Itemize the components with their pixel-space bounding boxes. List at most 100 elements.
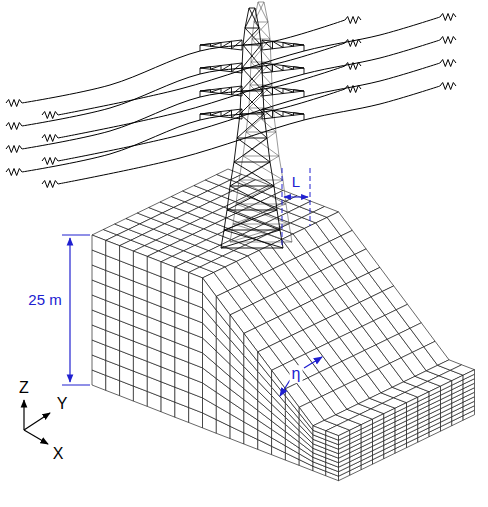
tower-member (273, 41, 284, 47)
spring-symbol (42, 181, 58, 188)
direction-arrow (280, 380, 290, 396)
tower-member (277, 210, 280, 230)
tower-member (231, 41, 232, 49)
tower-member (200, 68, 201, 74)
tower-member (259, 28, 261, 45)
tower-member (200, 113, 211, 114)
dimension-extension (282, 168, 310, 248)
tower-member (283, 66, 284, 71)
mesh-element (272, 370, 286, 396)
tower-member (245, 28, 259, 29)
tower-member (271, 62, 272, 85)
mesh-element (161, 262, 175, 282)
tower-member (227, 186, 274, 210)
mesh-element (373, 414, 384, 424)
spring-symbol (6, 100, 22, 107)
tower-member (264, 2, 268, 22)
tower-member (262, 109, 263, 119)
dimension-line (284, 196, 308, 197)
tower-member (231, 110, 232, 118)
mesh-element (350, 425, 361, 435)
tower-member (289, 224, 292, 242)
spring-symbol (345, 17, 361, 24)
tower-member (258, 2, 264, 3)
tower-member (232, 40, 243, 49)
tower-member (283, 66, 294, 70)
tower-member (272, 64, 273, 72)
tower-member (270, 162, 274, 186)
tower-member (283, 43, 294, 47)
mesh-element (429, 386, 440, 396)
dimension-label: 25 m (26, 292, 63, 309)
tower-member (230, 162, 234, 186)
tower-member (273, 110, 284, 116)
tower-member (200, 90, 211, 91)
tower-member (273, 64, 284, 70)
tower-member (272, 41, 273, 49)
mesh-element (147, 256, 161, 276)
tower-member (231, 87, 232, 95)
spring-symbol (42, 135, 58, 142)
spring-symbol (6, 146, 22, 153)
tower-member (234, 162, 274, 186)
conductor (22, 66, 345, 149)
mesh-element (339, 430, 350, 440)
tower-member (200, 114, 201, 120)
tower-member (276, 132, 279, 156)
tower-member (264, 114, 267, 138)
tower-member (293, 67, 294, 70)
tower-member (234, 162, 270, 163)
tower-member (258, 2, 268, 22)
tower-member (210, 67, 211, 70)
mesh-element (441, 381, 452, 391)
spring-symbol (42, 158, 58, 165)
tower-member (239, 156, 279, 180)
tower-member (236, 204, 286, 205)
tower-member (270, 39, 271, 62)
tower-member (249, 8, 255, 9)
mesh-element (244, 333, 258, 361)
tower-member (221, 248, 283, 249)
conductor (22, 89, 345, 172)
tower-member (227, 210, 280, 230)
tower-member (272, 110, 273, 118)
conductors (6, 14, 456, 188)
tower-member (262, 63, 263, 73)
annotations (62, 168, 322, 396)
tower-member (221, 230, 224, 248)
tower-member (230, 186, 274, 187)
tower-member (243, 28, 259, 45)
tower-member (221, 112, 222, 117)
tower-member (224, 210, 227, 230)
tower-member (304, 68, 305, 74)
mesh-element (418, 392, 429, 402)
tower-member (221, 43, 222, 48)
tower-member (243, 156, 283, 180)
mesh-element (203, 278, 217, 310)
tower-member (304, 91, 305, 97)
mesh-element (258, 352, 272, 379)
tower-member (262, 40, 263, 50)
spring-symbol (6, 169, 22, 176)
tower-member (283, 112, 294, 116)
axis-label: Y (55, 395, 70, 413)
spring-symbol (42, 112, 58, 119)
mesh-element (384, 408, 395, 418)
tower-member (211, 66, 222, 70)
tower-member (262, 86, 263, 96)
tower-member (230, 186, 277, 210)
tower-member (294, 90, 305, 91)
mesh-element (133, 251, 147, 271)
tower-member (224, 230, 280, 231)
tower-member (231, 64, 232, 72)
direction-arrow (304, 357, 322, 368)
tower-member (227, 210, 277, 211)
tower-member (294, 113, 305, 114)
mesh-element (230, 315, 244, 345)
mesh-element (313, 426, 326, 436)
mesh-element (463, 370, 474, 380)
mesh-element (361, 419, 372, 429)
tower-member (273, 87, 284, 93)
